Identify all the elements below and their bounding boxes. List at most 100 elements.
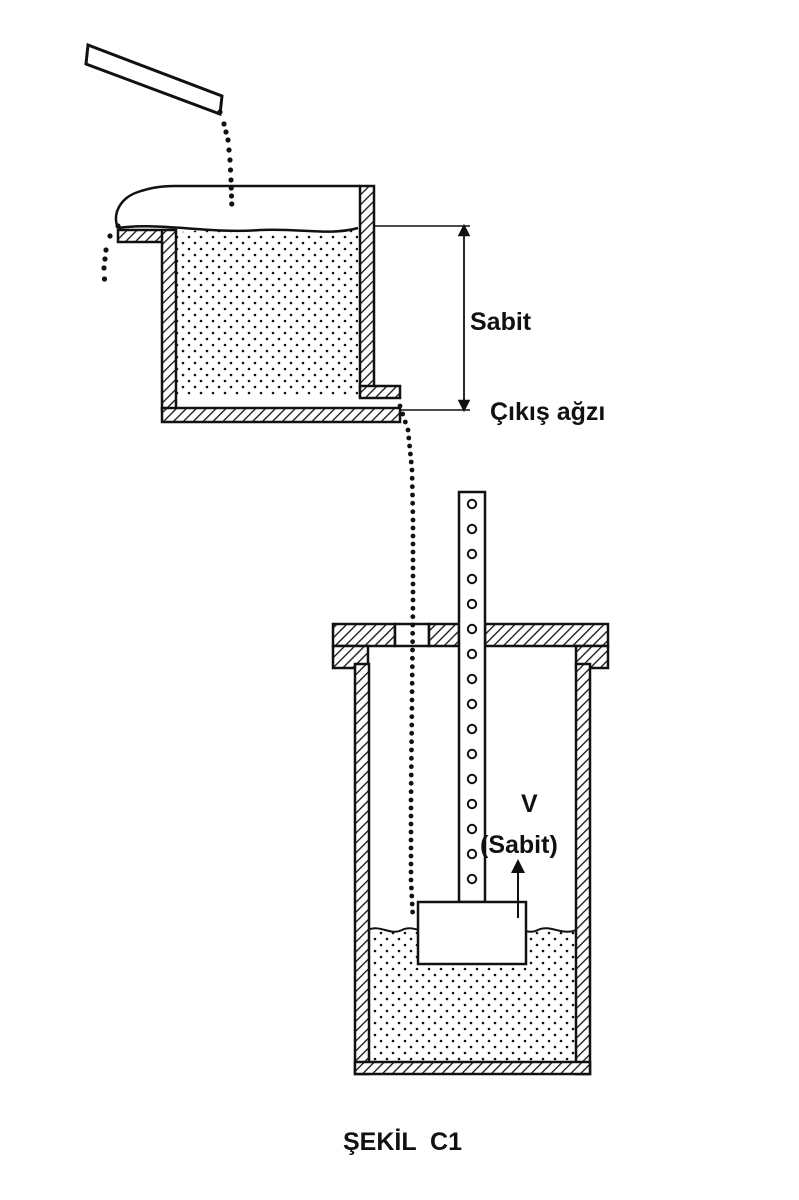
particle-dot	[410, 630, 416, 636]
particle-dot	[409, 739, 414, 745]
particle-dot	[408, 877, 414, 883]
rod-hole	[466, 848, 478, 860]
rod-hole	[466, 623, 478, 635]
upper-wall-right	[358, 184, 376, 398]
particle-dot	[408, 869, 414, 875]
particle-dot	[408, 829, 414, 835]
lower-wall-right	[574, 662, 592, 1076]
particle-dot	[409, 484, 415, 490]
particle-dot	[409, 672, 415, 678]
rod-hole	[466, 698, 478, 710]
particle-dot	[229, 201, 235, 207]
particle-dot	[410, 589, 416, 595]
upper-powder-fill	[176, 228, 358, 395]
particle-dot	[410, 557, 416, 563]
rod-hole	[466, 673, 478, 685]
particle-dot	[410, 647, 415, 653]
head-dimension	[374, 223, 471, 413]
particle-dot	[228, 185, 234, 191]
particle-dot	[228, 193, 235, 199]
particle-dot	[408, 459, 414, 465]
upper-wall-left	[160, 228, 178, 412]
particle-dot	[408, 821, 414, 827]
upper-powder-surface	[117, 225, 359, 233]
rod-holes	[466, 498, 478, 885]
particle-dot	[410, 597, 416, 603]
particle-dot	[409, 885, 414, 891]
rod-hole	[466, 723, 478, 735]
particle-dot	[410, 517, 416, 523]
particle-dot	[102, 256, 108, 262]
particle-dot	[409, 893, 415, 899]
particle-streams	[101, 109, 416, 915]
particle-dot	[408, 780, 414, 786]
rod-hole	[466, 873, 478, 885]
rod-hole	[466, 598, 478, 610]
particle-dot	[410, 500, 416, 506]
particle-dot	[410, 533, 416, 539]
particle-dot	[408, 853, 414, 859]
particle-dot	[410, 525, 416, 531]
label-velocity: V	[521, 790, 538, 818]
flange-right	[574, 644, 610, 670]
feed-chute	[84, 42, 224, 117]
particle-dot	[407, 443, 412, 449]
particle-dot	[226, 147, 232, 153]
upper-funnel	[114, 184, 402, 424]
particle-dot	[408, 451, 413, 457]
particle-dot	[409, 680, 415, 686]
rod-hole	[466, 498, 478, 510]
particle-dot	[410, 909, 415, 915]
particle-dot	[410, 509, 416, 515]
particle-dot	[227, 167, 234, 173]
particle-dot	[410, 565, 416, 571]
particle-dot	[409, 467, 415, 473]
particle-dot	[409, 901, 415, 907]
particle-dot	[410, 614, 416, 620]
particle-dot	[406, 435, 412, 441]
figure-caption: ŞEKİL C1	[343, 1128, 462, 1156]
rod-hole	[466, 523, 478, 535]
particle-dot	[410, 541, 416, 547]
particle-dot	[409, 714, 415, 720]
particle-dot	[103, 247, 109, 253]
particle-dot	[409, 664, 415, 670]
lower-wall-left	[353, 662, 371, 1076]
particle-dot	[408, 837, 414, 843]
particle-dot	[228, 177, 234, 183]
upper-outlet-lip	[358, 384, 402, 400]
particle-dot	[405, 427, 411, 433]
particle-dot	[409, 475, 415, 481]
particle-dot	[408, 845, 414, 851]
particle-dot	[101, 265, 107, 271]
particle-dot	[409, 755, 414, 761]
rod-hole	[466, 548, 478, 560]
particle-dot	[410, 622, 416, 628]
particle-dot	[410, 605, 416, 611]
particle-dot	[410, 639, 415, 645]
particle-dot	[409, 689, 415, 695]
lower-bottom	[353, 1060, 592, 1076]
upper-bottom	[160, 406, 402, 424]
particle-dot	[409, 697, 415, 703]
particle-dot	[408, 861, 414, 867]
rod-hole	[466, 823, 478, 835]
rod-hole	[466, 748, 478, 760]
upper-powder-heap	[114, 184, 360, 229]
rod-hole	[466, 573, 478, 585]
label-sabit: Sabit	[470, 308, 532, 336]
particle-dot	[409, 747, 414, 753]
lid-left	[331, 622, 397, 648]
particle-dot	[410, 573, 416, 579]
particle-dot	[410, 655, 415, 661]
rod-hole	[466, 798, 478, 810]
particle-dot	[409, 705, 415, 711]
rod-hole	[466, 773, 478, 785]
plunger-bob	[416, 900, 528, 966]
particle-dot	[409, 722, 415, 728]
particle-dot	[410, 492, 415, 498]
particle-dot	[223, 129, 229, 135]
particle-dot	[408, 772, 414, 778]
particle-dot	[408, 813, 414, 819]
